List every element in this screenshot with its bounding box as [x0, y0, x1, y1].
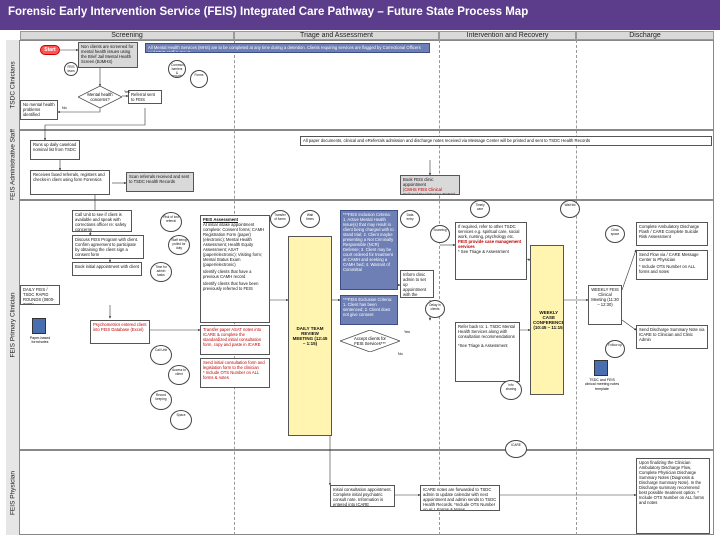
scan-referrals-box: Scan referrals received and sent to TSDC…	[126, 172, 194, 192]
upon-finalizing-box: Upon finalizing the Clinician Ambulatory…	[636, 458, 710, 534]
receives-referrals-box: Receives faxed referrals, registers and …	[30, 170, 110, 195]
issue-cloud: Risk of lost referral	[160, 212, 182, 232]
column-header-triage: Triage and Assessment	[234, 31, 439, 40]
team-review-box: DAILY TEAM REVIEW MEETING (12:45 – 1:15)	[288, 236, 332, 436]
column-header-intervention: Intervention and Recovery	[439, 31, 576, 40]
meeting-notes-label: TSDC and FEIS clinical meeting notes tem…	[584, 378, 620, 391]
no-concern-box: No mental health problems identified	[20, 100, 58, 120]
inclusion-criteria-box: ***FEIS Inclusion Criteria: 1. Active Me…	[340, 210, 398, 290]
yes-label: Yes	[124, 90, 130, 94]
lane-label-admin: FEIS Administrative Staff	[6, 129, 20, 201]
send-initial-box: Send initial consultation form and legis…	[200, 358, 270, 388]
call-unit-box: Call Unit to see if client is available …	[72, 210, 132, 232]
issue-cloud: Space	[170, 410, 192, 430]
issue-cloud: Record keeping	[150, 390, 172, 410]
lane-label-tsdc: TSDC Clinicians	[6, 40, 20, 130]
issue-cloud: Info sharing	[500, 380, 522, 400]
icare-notes-box: ICARE notes are forwarded to TSDC admin …	[420, 485, 500, 511]
title-bar	[0, 0, 720, 30]
daily-census-box: Runs up daily caseload nominal list from…	[30, 140, 80, 160]
issue-cloud: Data entry	[400, 210, 420, 228]
lane-label-primary: FEIS Primary Clinician	[6, 200, 20, 450]
send-fax-box: Send Flow via / CARE Message Center to P…	[636, 250, 708, 280]
issue-cloud: Communication barriers & security	[168, 60, 186, 78]
issue-cloud: Access to client	[168, 365, 190, 385]
lane-label-physician: FEIS Physician	[6, 450, 20, 535]
no-label: No	[398, 352, 403, 356]
issue-cloud: FEIS team	[64, 62, 78, 76]
discuss-program-box: Discuss FEIS Program with client. Confir…	[72, 235, 144, 259]
page-title: Forensic Early Intervention Service (FEI…	[8, 6, 529, 18]
book-initial-box: Book initial appointment with client	[72, 262, 142, 276]
mental-health-concern-decision: Mental health concerns?	[78, 86, 122, 108]
issue-cloud: Forms	[190, 70, 208, 88]
transfer-box: Transfer paper ASAT notes into ICARE & c…	[200, 325, 270, 355]
banner-box: All Mental Health Services (MHS) are to …	[145, 43, 430, 53]
column-header-discharge: Discharge	[576, 31, 714, 40]
referral-box: Referral sent to FEIS	[128, 90, 162, 104]
weekly-feis-box: WEEKLY FEIS Clinical Meeting (11:30 – 12…	[588, 285, 622, 325]
exclusion-criteria-box: ***FEIS Exclusion Criteria: 1. Client ha…	[340, 295, 398, 325]
psychometrics-box: Psychometrics entered client into FEIS D…	[90, 320, 150, 344]
weekly-case-box: WEEKLY CASE CONFERENCE (10:45 – 11:15)	[530, 245, 564, 395]
book-appointment-box: Book FEIS clinic appointment (CMHS FEIS …	[400, 175, 460, 195]
issue-cloud: Wait times	[300, 210, 320, 228]
yes-label: Yes	[404, 330, 410, 334]
issue-cloud: ICARE	[505, 440, 527, 458]
document-icon	[32, 318, 46, 334]
inform-clinic-box: Inform clinic admin to set up appointmen…	[400, 270, 434, 298]
screening-box: Non clients are screened for mental heal…	[78, 42, 138, 68]
all-docs-box: All paper documents, clinical and eRefer…	[300, 136, 712, 146]
issue-cloud: Scanning	[430, 225, 450, 243]
start-terminator: Start	[40, 45, 60, 55]
issue-cloud: Time for admin tasks	[150, 262, 172, 282]
document-icon	[594, 360, 608, 376]
issue-cloud: Transfer of forms	[270, 210, 290, 228]
paper-note-label: Paper-based form/notes	[29, 336, 51, 345]
issue-cloud: Clinic space	[605, 225, 625, 243]
refer-back-box: Refer back to: 1. TSDC Mental Health Ser…	[455, 322, 520, 382]
accept-decision: Accept clients for FEIS Services***	[340, 330, 400, 352]
issue-cloud: Follow up	[605, 340, 625, 358]
refer-other-box: If required, refer to other TSDC service…	[455, 222, 527, 280]
issue-cloud: Delay in clients	[425, 300, 445, 318]
send-discharge-box: Send Discharge Summary Note via ICARE to…	[636, 325, 708, 349]
daily-rounds-box: DAILY FEIS / TSDC RAPID ROUNDS (0800-083…	[20, 285, 60, 305]
column-header-screening: Screening	[20, 31, 234, 40]
column-divider	[439, 40, 440, 535]
no-label: No	[62, 106, 67, 110]
issue-cloud: Wait list	[560, 200, 580, 218]
feis-assessment-box: FEIS Assessment At initial intake appoin…	[200, 215, 270, 323]
issue-cloud: Timely care	[470, 200, 490, 218]
complete-ambulatory-box: Complete Ambulatory Discharge Flash / CA…	[636, 222, 708, 246]
issue-cloud: Staff being pulled for duty	[168, 235, 190, 255]
column-divider	[576, 40, 577, 535]
initial-consult-box: Initial consultation appointment. Comple…	[330, 485, 395, 507]
issue-cloud: Call Unit	[150, 345, 172, 365]
